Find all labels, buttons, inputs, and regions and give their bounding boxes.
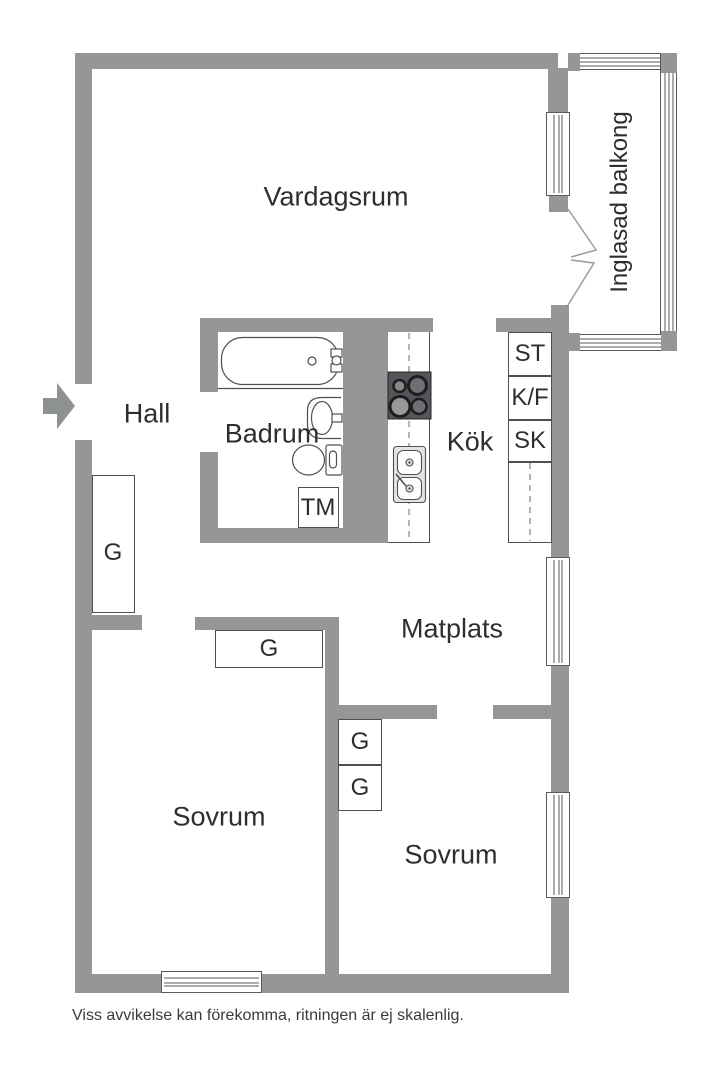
wall — [548, 68, 568, 112]
wardrobe-bedroom-right-bottom — [338, 765, 382, 811]
fixture-label-g-bedroom-right-top: G — [350, 728, 370, 755]
wall — [92, 615, 142, 630]
wardrobe-hall — [92, 475, 135, 613]
cabinet-sk — [508, 420, 552, 462]
fixture-label-g-bedroom-right-bottom: G — [350, 774, 370, 801]
kitchen-counter — [388, 332, 430, 543]
room-label-vardagsrum: Vardagsrum — [263, 181, 409, 212]
washing-machine-box — [298, 487, 339, 528]
wall — [551, 666, 569, 793]
disclaimer-text: Viss avvikelse kan förekomma, ritningen … — [72, 1007, 464, 1024]
wall — [549, 196, 568, 212]
room-label-hall: Hall — [123, 398, 171, 429]
window — [546, 792, 570, 898]
window — [161, 971, 262, 993]
window — [568, 53, 675, 70]
wardrobe-bedroom-left — [215, 630, 323, 668]
window — [660, 53, 677, 351]
window-glazing — [571, 57, 672, 66]
wall — [75, 53, 92, 384]
wall — [200, 318, 433, 332]
room-label-sovrum-right: Sovrum — [404, 839, 498, 870]
wall — [325, 617, 339, 974]
wall — [200, 318, 218, 392]
fixture-label-kf: K/F — [511, 384, 549, 411]
room-label-matplats: Matplats — [400, 613, 504, 644]
wall — [493, 705, 569, 719]
fixture-label-st: ST — [514, 340, 546, 367]
wall — [496, 318, 569, 332]
room-label-badrum: Badrum — [224, 418, 320, 449]
window — [568, 334, 675, 351]
wall — [200, 528, 388, 543]
wall — [661, 331, 677, 351]
window-glazing — [553, 115, 563, 193]
entrance-arrow-icon — [43, 383, 75, 429]
room-label-sovrum-left: Sovrum — [172, 801, 266, 832]
fixture-label-sk: SK — [513, 427, 547, 454]
wall — [343, 332, 388, 543]
window-glazing — [164, 977, 259, 987]
wall — [568, 333, 580, 351]
fixture-label-g-bedroom-left: G — [259, 635, 279, 662]
wall — [551, 305, 569, 558]
room-label-kok: Kök — [446, 426, 494, 457]
window — [546, 557, 570, 666]
fixture-label-g-hall: G — [103, 539, 123, 566]
window — [546, 112, 570, 196]
wardrobe-bedroom-right-top — [338, 719, 382, 765]
window-glazing — [553, 795, 563, 895]
wall — [195, 617, 338, 630]
window-glazing — [571, 338, 672, 347]
cabinet-kf — [508, 376, 552, 420]
wall — [75, 974, 569, 993]
wall — [338, 705, 437, 719]
room-label-inglasad-balkong: Inglasad balkong — [606, 111, 633, 293]
wall — [75, 53, 558, 69]
balcony-door-icon — [567, 208, 598, 306]
window-glazing — [664, 56, 673, 348]
fixture-label-tm: TM — [300, 494, 336, 521]
wall — [568, 53, 580, 71]
wall — [75, 440, 92, 993]
wall — [200, 452, 218, 542]
wall — [551, 897, 569, 993]
wall — [661, 53, 677, 73]
window-glazing — [553, 560, 563, 663]
toilet-icon — [291, 444, 343, 476]
bathtub-icon — [218, 336, 343, 390]
cabinet-st — [508, 332, 552, 376]
cabinet-counter — [508, 462, 552, 543]
